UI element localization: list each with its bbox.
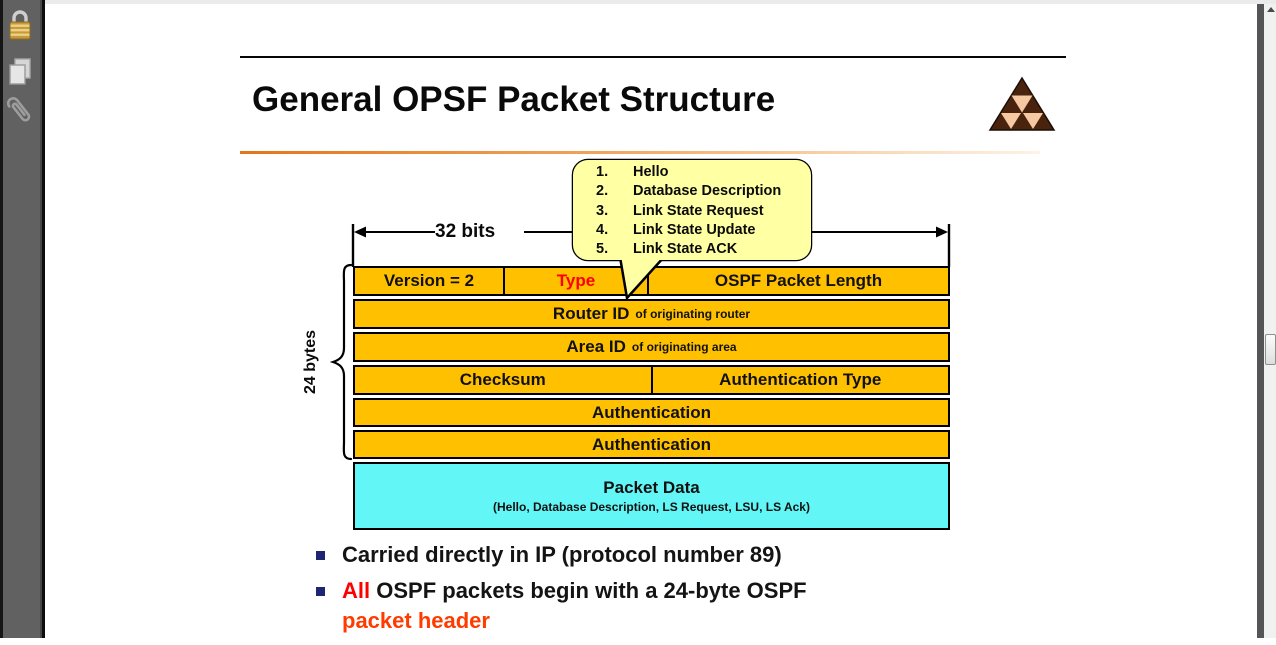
cell-auth-type: Authentication Type [650, 367, 949, 393]
bullet-item-1: Carried directly in IP (protocol number … [316, 540, 1016, 570]
content-right-edge [1257, 4, 1264, 638]
item-number: 3. [596, 202, 609, 219]
router-id-suffix: of originating router [635, 307, 751, 321]
page-title: General OPSF Packet Structure [252, 80, 776, 119]
callout-bubble [571, 158, 813, 301]
lock-icon [9, 10, 31, 40]
item-label: Link State Update [633, 221, 756, 238]
item-number: 2. [596, 183, 609, 200]
content-top-strip [45, 0, 1276, 4]
cell-checksum: Checksum [459, 370, 546, 389]
item-label: Database Description [633, 183, 782, 200]
table-row-area-id: Area ID of originating area [353, 332, 950, 362]
table-row-authentication-2: Authentication [353, 430, 950, 459]
list-item: 5. Link State ACK [588, 240, 810, 259]
width-arrow [351, 224, 951, 267]
bullet-square-icon [316, 551, 325, 560]
bullet-square-icon [316, 587, 325, 596]
table-row-router-id: Router ID of originating router [353, 299, 950, 329]
security-panel-button[interactable] [0, 6, 40, 46]
pages-icon [9, 58, 31, 85]
attachments-panel-button[interactable] [0, 92, 40, 132]
vertical-scrollbar[interactable] [1264, 4, 1276, 638]
navigation-sidebar [0, 0, 40, 638]
router-id-label: Router ID [552, 304, 630, 323]
width-label: 32 bits [435, 221, 496, 242]
item-number: 1. [596, 164, 609, 180]
emphasis-packet-header: packet header [342, 608, 490, 633]
item-number: 5. [596, 241, 609, 258]
table-row-packet-data: Packet Data (Hello, Database Description… [353, 462, 950, 530]
paperclip-icon [6, 97, 31, 122]
scroll-up-arrow-icon[interactable] [1267, 7, 1275, 12]
bullet-item-2: All OSPF packets begin with a 24-byte OS… [316, 576, 956, 636]
sidebar-divider-dark [42, 0, 45, 638]
cell-version: Version = 2 [383, 271, 475, 290]
list-item: 1. Hello [588, 163, 810, 182]
height-label: 24 bytes [302, 329, 319, 395]
packet-data-label: Packet Data [603, 478, 700, 497]
bullet-text-body: OSPF packets begin with a 24-byte OSPF [376, 578, 807, 603]
item-number: 4. [596, 221, 609, 238]
item-label: Hello [633, 164, 669, 180]
ospf-packet-table: Version = 2 Type OSPF Packet Length Rout… [353, 266, 950, 533]
slide-top-rule [240, 56, 1066, 58]
emphasis-all: All [342, 578, 371, 603]
scrollbar-thumb[interactable] [1265, 334, 1276, 365]
slide-orange-rule [240, 151, 1040, 154]
triangle-logo [988, 76, 1056, 131]
table-row-checksum-auth: Checksum Authentication Type [353, 365, 950, 395]
list-item: 2. Database Description [588, 182, 810, 201]
list-item: 3. Link State Request [588, 202, 810, 221]
packet-data-sub: (Hello, Database Description, LS Request… [493, 500, 810, 514]
item-label: Link State Request [633, 202, 764, 219]
bullet-text: Carried directly in IP (protocol number … [342, 542, 782, 567]
area-id-label: Area ID [566, 337, 626, 356]
sidebar-divider [40, 0, 42, 638]
packet-type-list: 1. Hello 2. Database Description 3. Link… [588, 163, 810, 259]
item-label: Link State ACK [633, 241, 738, 258]
bullet-text: All OSPF packets begin with a 24-byte OS… [342, 576, 807, 636]
area-id-suffix: of originating area [631, 340, 737, 354]
page-thumbnails-panel-button[interactable] [0, 52, 40, 92]
height-brace [330, 263, 353, 461]
cell-type: Type [503, 268, 649, 294]
cell-packet-length: OSPF Packet Length [714, 271, 883, 290]
list-item: 4. Link State Update [588, 221, 810, 240]
table-row-authentication-1: Authentication [353, 398, 950, 427]
